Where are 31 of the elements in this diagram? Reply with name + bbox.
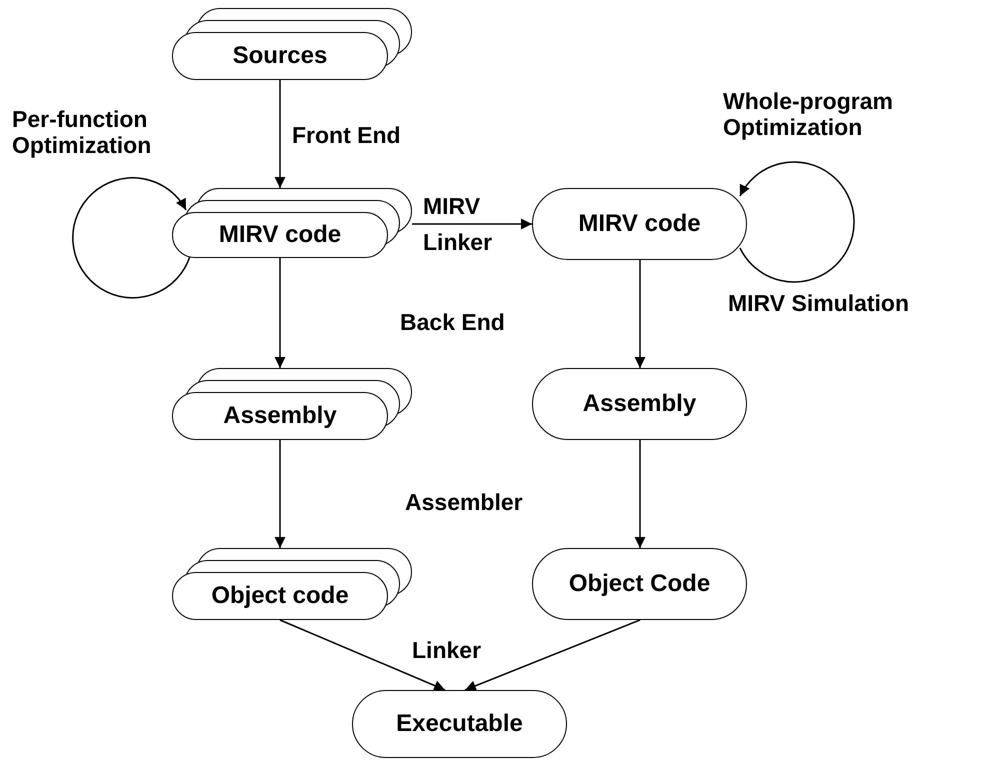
node-text: Sources — [232, 42, 328, 70]
pill-node — [532, 188, 747, 260]
edge-label: MIRV Linker — [423, 192, 494, 257]
node-text: Object Code — [568, 570, 710, 598]
stacked-pill-node — [172, 8, 412, 80]
arrow — [464, 619, 640, 692]
stacked-pill-node — [172, 548, 412, 620]
edge-label: Front End — [292, 122, 401, 148]
node-text: MIRV code — [218, 221, 342, 249]
arrow — [280, 619, 446, 691]
arrow — [634, 260, 646, 368]
arrow — [274, 258, 286, 368]
self-loop-arrow — [72, 177, 191, 299]
self-loop-arrow — [739, 161, 855, 283]
node-text: Assembly — [582, 390, 696, 418]
arrow — [274, 440, 286, 548]
annotation-text: Back End — [400, 309, 505, 335]
node-text: MIRV code — [578, 210, 701, 238]
edge-label: Whole-program Optimization — [723, 88, 894, 140]
node-text: Executable — [396, 710, 523, 738]
annotation-text: Linker — [412, 637, 482, 663]
node-text: Object code — [211, 582, 349, 610]
stacked-pill-node — [172, 188, 412, 258]
stacked-pill-node — [172, 368, 412, 440]
edge-label: Per-function Optimization — [12, 106, 152, 158]
node-text: Assembly — [223, 402, 337, 430]
arrow — [634, 440, 646, 548]
annotation-text: MIRV Simulation — [728, 290, 910, 316]
arrow — [412, 218, 532, 230]
annotation-text: Assembler — [405, 489, 523, 515]
arrow — [274, 80, 286, 188]
